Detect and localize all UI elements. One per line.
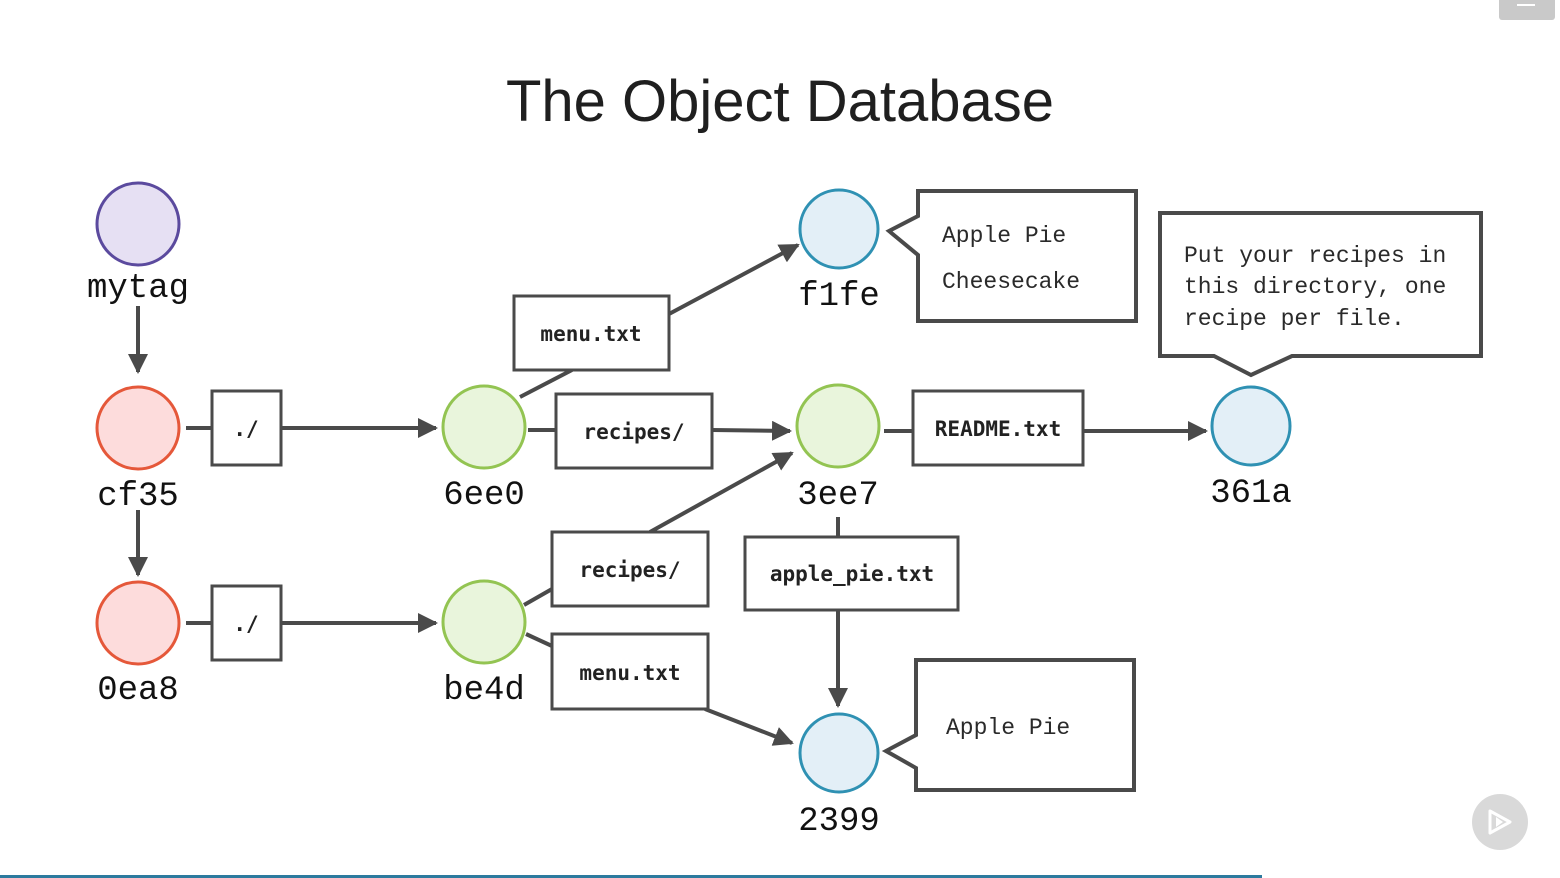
tag-node-mytag <box>95 181 181 267</box>
edge-box-be4d-menu <box>550 632 710 711</box>
edge-6ee0-f1fe <box>668 243 800 316</box>
edge-label-3ee7-readme: README.txt <box>935 417 1061 441</box>
edge-box-6ee0-menu <box>512 294 671 372</box>
callout-361a <box>1158 211 1483 378</box>
edge-box-3ee7-apple <box>743 535 960 612</box>
edge-box-6ee0-recipes <box>554 392 714 470</box>
edge-be4d-recipes-a <box>523 587 553 607</box>
blob-node-f1fe <box>798 188 880 270</box>
nodes: mytag cf35 0ea8 6ee0 be4d f1fe 3ee7 361a… <box>87 181 1292 841</box>
commit-node-0ea8 <box>95 580 181 666</box>
callout-2399 <box>881 658 1136 792</box>
callout-f1fe-line-2: Cheesecake <box>942 269 1080 295</box>
edge-box-3ee7-readme <box>911 389 1085 467</box>
edge-label-be4d-recipes: recipes/ <box>579 558 680 582</box>
edge-6ee0-3ee7 <box>711 420 792 441</box>
node-label-6ee0: 6ee0 <box>443 477 525 515</box>
play-button[interactable] <box>1472 794 1528 850</box>
edge-be4d-2399 <box>704 707 794 746</box>
edge-label-be4d-menu: menu.txt <box>579 661 680 685</box>
edge-label-6ee0-menu: menu.txt <box>540 322 641 346</box>
node-label-mytag: mytag <box>87 270 189 308</box>
node-label-0ea8: 0ea8 <box>97 672 179 710</box>
edge-label-cf35-root: ./ <box>233 417 258 441</box>
tree-node-6ee0 <box>441 384 527 470</box>
callouts: Apple Pie Cheesecake Put your recipes in… <box>881 189 1483 792</box>
blob-node-361a <box>1210 385 1292 467</box>
edge-box-cf35-root <box>210 389 283 467</box>
tree-node-be4d <box>441 579 527 665</box>
node-label-f1fe: f1fe <box>798 278 880 316</box>
edge-label-3ee7-apple: apple_pie.txt <box>770 562 934 586</box>
node-label-cf35: cf35 <box>97 478 179 516</box>
node-label-3ee7: 3ee7 <box>797 477 879 515</box>
tree-node-3ee7 <box>795 383 881 469</box>
edge-label-0ea8-root: ./ <box>233 612 258 636</box>
node-label-2399: 2399 <box>798 803 880 841</box>
callout-361a-line-2: this directory, one <box>1184 274 1446 300</box>
node-label-361a: 361a <box>1210 475 1292 513</box>
edge-box-0ea8-root <box>210 584 283 662</box>
playback-progress-bar[interactable] <box>0 875 1262 878</box>
callout-361a-line-3: recipe per file. <box>1184 306 1405 332</box>
node-label-be4d: be4d <box>443 672 525 710</box>
blob-node-2399 <box>798 712 880 794</box>
callout-361a-line-1: Put your recipes in <box>1184 243 1446 269</box>
hamburger-icon <box>1517 4 1535 6</box>
callout-f1fe <box>885 189 1138 323</box>
menu-button[interactable] <box>1499 0 1555 20</box>
edge-label-6ee0-recipes: recipes/ <box>583 420 684 444</box>
edge-6ee0-menu-a <box>519 368 573 399</box>
commit-node-cf35 <box>95 385 181 471</box>
edge-label-boxes: ./ ./ menu.txt recipes/ recipes/ menu.tx… <box>210 294 1085 711</box>
callout-2399-line-1: Apple Pie <box>946 715 1070 741</box>
slide-title: The Object Database <box>505 69 1055 134</box>
edge-be4d-3ee7 <box>649 451 794 534</box>
edge-box-be4d-recipes <box>550 530 710 608</box>
edge-be4d-menu-a <box>525 632 553 648</box>
play-icon <box>1488 809 1512 835</box>
edges <box>128 243 1208 746</box>
callout-f1fe-line-1: Apple Pie <box>942 223 1066 249</box>
